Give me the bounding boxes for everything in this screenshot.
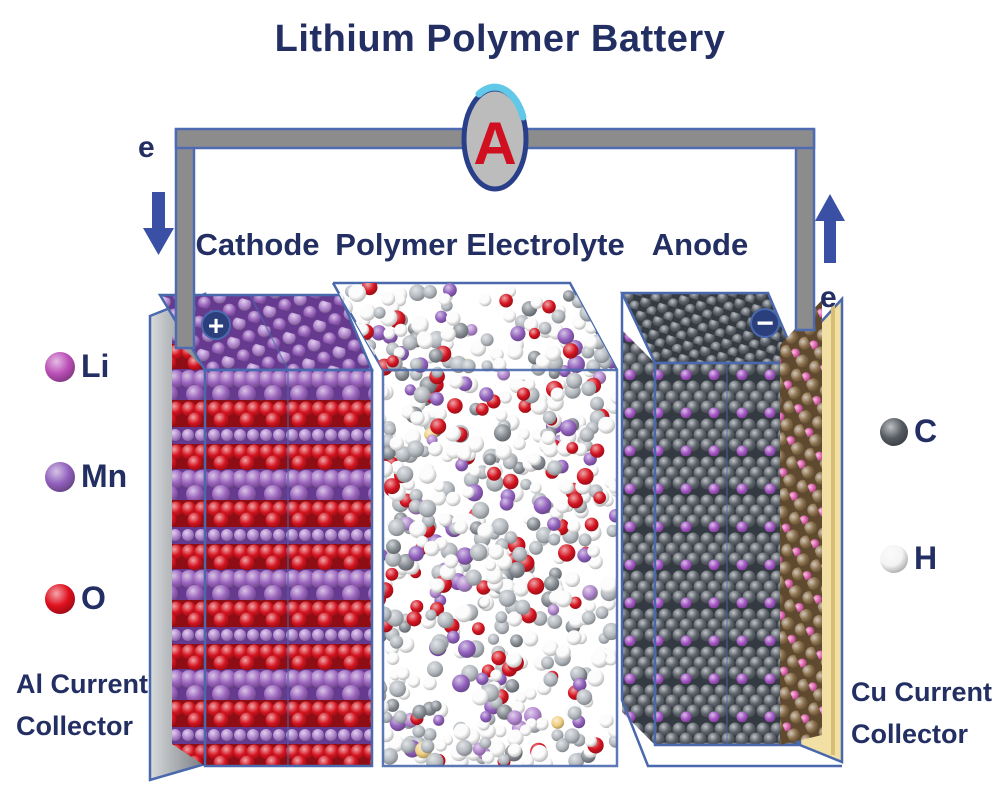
cu-collector-line2: Collector	[851, 718, 969, 749]
electron-label-right: e	[820, 281, 837, 314]
anode-side-face	[622, 330, 655, 745]
anode-label: Anode	[651, 227, 749, 262]
h-sphere-icon	[880, 544, 908, 573]
legend-label-c: C	[914, 413, 938, 449]
ammeter: A	[461, 83, 529, 192]
al-collector-line2: Collector	[16, 710, 134, 741]
al-collector-line1: Al Current	[16, 669, 149, 699]
legend-label-o: O	[81, 580, 106, 616]
electrolyte-front-edges	[381, 368, 619, 768]
legend-item-c: C	[879, 413, 937, 450]
minus-icon: −	[756, 307, 774, 340]
electron-arrow-up	[815, 194, 845, 263]
cathode-side-face	[172, 336, 205, 766]
o-sphere-icon	[45, 583, 75, 614]
positive-terminal-badge: +	[201, 310, 231, 341]
negative-terminal-badge: −	[750, 307, 780, 340]
legend-label-li: Li	[81, 348, 110, 384]
plus-icon: +	[208, 310, 224, 341]
cu-collector-slab	[780, 295, 844, 764]
legend-item-h: H	[879, 540, 937, 577]
al-collector-label: Al Current Collector	[16, 664, 148, 748]
mn-sphere-icon	[45, 461, 75, 492]
cu-collector-label: Cu Current Collector	[851, 672, 992, 756]
cathode-label: Cathode	[195, 227, 320, 262]
c-sphere-icon	[880, 417, 908, 446]
page-title: Lithium Polymer Battery	[274, 18, 726, 60]
li-sphere-icon	[45, 351, 75, 382]
legend-item-li: Li	[44, 348, 109, 385]
legend-label-mn: Mn	[81, 458, 128, 494]
negative-badge-circle	[750, 308, 780, 338]
cu-collector-line1: Cu Current	[851, 677, 992, 707]
electrolyte-label: Polymer Electrolyte	[335, 227, 625, 262]
cathode-block	[157, 293, 374, 768]
cathode-inner-edges	[249, 294, 289, 766]
legend-item-o: O	[44, 580, 106, 617]
wire-right	[794, 128, 816, 332]
legend-item-mn: Mn	[44, 458, 127, 495]
ammeter-letter: A	[473, 110, 516, 177]
anode-outer-box	[620, 293, 842, 768]
electron-label-left: e	[138, 131, 155, 164]
legend-label-h: H	[914, 540, 938, 576]
electron-arrow-down	[143, 192, 174, 255]
cu-copper-spheres	[780, 300, 822, 745]
positive-badge-circle	[201, 310, 231, 340]
ammeter-needle-arc	[475, 83, 527, 121]
